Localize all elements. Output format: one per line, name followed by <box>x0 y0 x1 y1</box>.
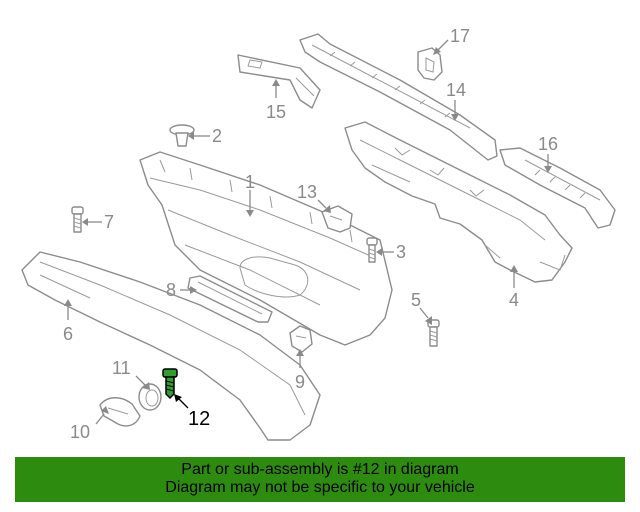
banner-line-2: Diagram may not be specific to your vehi… <box>165 479 475 496</box>
callout-15: 15 <box>266 102 286 122</box>
callout-13: 13 <box>297 182 317 202</box>
info-banner: Part or sub-assembly is #12 in diagram D… <box>15 457 625 502</box>
callout-7: 7 <box>104 212 114 232</box>
part-10-cover <box>99 397 141 427</box>
part-1-main-panel <box>139 151 393 346</box>
part-14-strip <box>299 33 498 161</box>
part-11-cap <box>138 383 162 411</box>
banner-line-1: Part or sub-assembly is #12 in diagram <box>181 461 459 478</box>
part-16-strip <box>499 147 616 229</box>
part-3-screw <box>366 237 378 263</box>
callout-8: 8 <box>166 280 176 300</box>
part-9-clip <box>289 325 313 353</box>
callout-11: 11 <box>112 358 131 378</box>
part-8-pad <box>187 275 273 323</box>
parts-diagram: 1 2 3 4 5 6 7 8 9 10 11 12 13 14 15 16 1… <box>21 26 616 442</box>
callout-2: 2 <box>212 126 222 146</box>
callout-16: 16 <box>538 134 558 154</box>
callout-1: 1 <box>245 172 255 192</box>
callout-12: 12 <box>188 408 210 430</box>
leader-lines <box>64 39 552 425</box>
callout-5: 5 <box>411 290 421 310</box>
callout-6: 6 <box>63 324 73 344</box>
part-6-lower-trim <box>21 251 321 441</box>
part-12-screw-highlighted <box>162 368 178 400</box>
callout-labels: 1 2 3 4 5 6 7 8 9 10 11 12 13 14 15 16 1… <box>63 26 558 442</box>
callout-3: 3 <box>396 242 406 262</box>
callout-10: 10 <box>70 422 90 442</box>
part-4-inner-panel <box>344 121 573 283</box>
part-5-screw <box>427 319 440 347</box>
part-17-clip <box>417 47 443 81</box>
callout-14: 14 <box>446 80 466 100</box>
part-15-panel <box>237 54 321 109</box>
callout-9: 9 <box>295 372 305 392</box>
part-7-screw <box>71 206 84 233</box>
callout-17: 17 <box>450 26 470 46</box>
part-2-clip <box>169 124 195 147</box>
callout-4: 4 <box>509 290 519 310</box>
